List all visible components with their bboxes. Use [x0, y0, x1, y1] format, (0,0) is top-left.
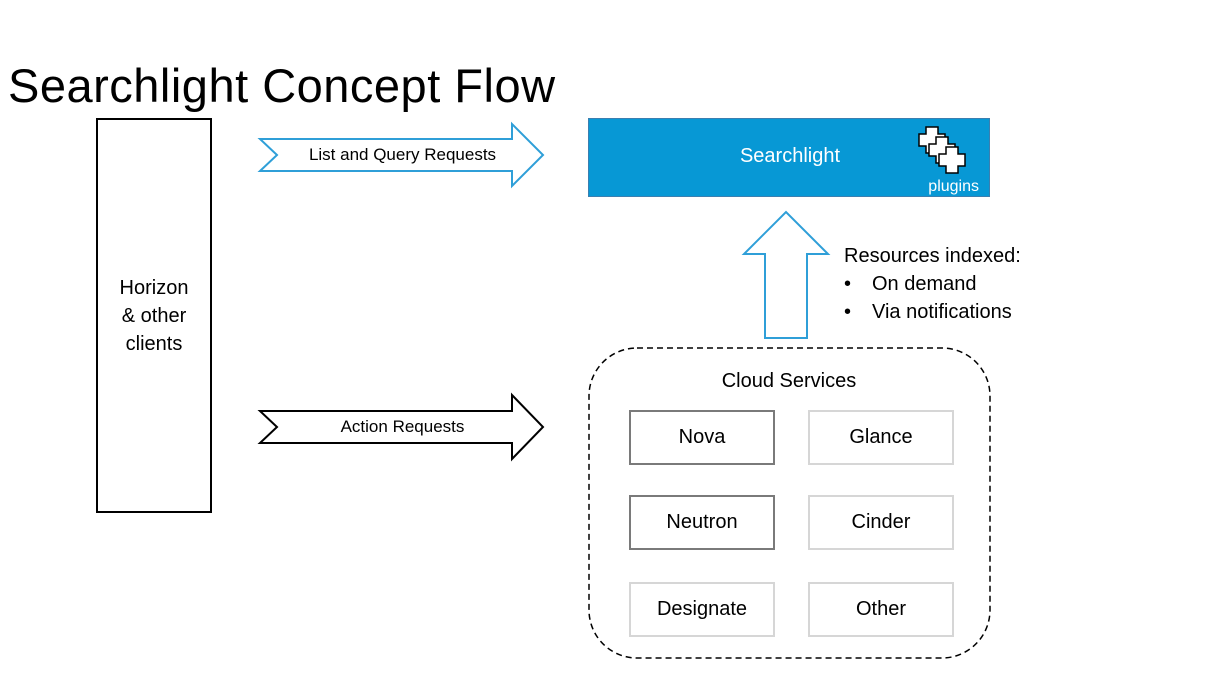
- query-arrow-label: List and Query Requests: [308, 145, 497, 164]
- service-neutron: Neutron: [629, 495, 775, 550]
- action-arrow-label: Action Requests: [340, 417, 465, 436]
- service-designate: Designate: [629, 582, 775, 637]
- indexing-item: Via notifications: [844, 298, 1021, 326]
- index-arrow: [741, 210, 831, 339]
- clients-label: Horizon & other clients: [109, 274, 199, 358]
- clients-box: Horizon & other clients: [96, 118, 212, 513]
- indexing-heading: Resources indexed:: [844, 245, 1021, 267]
- indexing-list: On demand Via notifications: [844, 270, 1021, 326]
- service-glance: Glance: [808, 410, 954, 465]
- clients-label-line-1: Horizon: [119, 276, 189, 299]
- plugins-icon: [918, 126, 966, 174]
- clients-label-line-2: & other: [121, 304, 187, 327]
- query-arrow: [257, 121, 545, 189]
- page-title: Searchlight Concept Flow: [8, 59, 556, 112]
- service-other: Other: [808, 582, 954, 637]
- searchlight-label: Searchlight: [739, 145, 841, 167]
- service-nova: Nova: [629, 410, 775, 465]
- cloud-services-label: Cloud Services: [721, 370, 857, 392]
- plugins-label: plugins: [928, 178, 979, 195]
- action-arrow: [257, 392, 545, 462]
- indexing-note: Resources indexed: On demand Via notific…: [844, 242, 1021, 326]
- indexing-item: On demand: [844, 270, 1021, 298]
- service-cinder: Cinder: [808, 495, 954, 550]
- cloud-services-container: [588, 347, 991, 659]
- clients-label-line-3: clients: [125, 332, 183, 355]
- searchlight-box: Searchlight plugins: [588, 118, 990, 197]
